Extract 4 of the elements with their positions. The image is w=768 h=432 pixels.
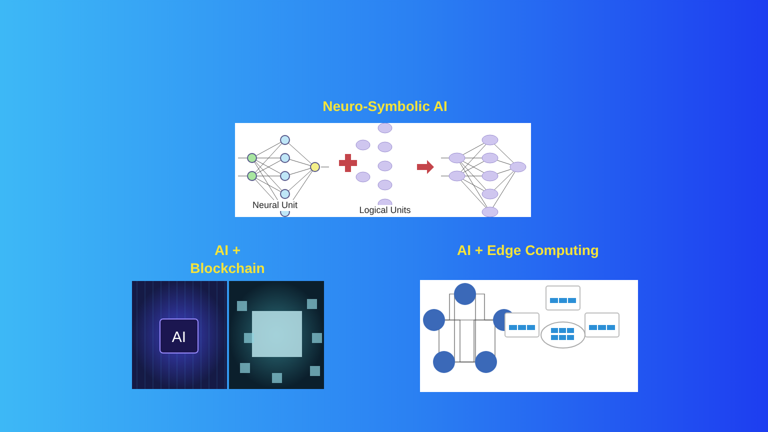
section-heading: AI + Blockchain xyxy=(189,242,266,277)
section-heading: AI + Edge Computing xyxy=(457,242,599,260)
chip-label: AI xyxy=(170,329,188,348)
section-heading: Neuro-Symbolic AI xyxy=(322,98,448,116)
